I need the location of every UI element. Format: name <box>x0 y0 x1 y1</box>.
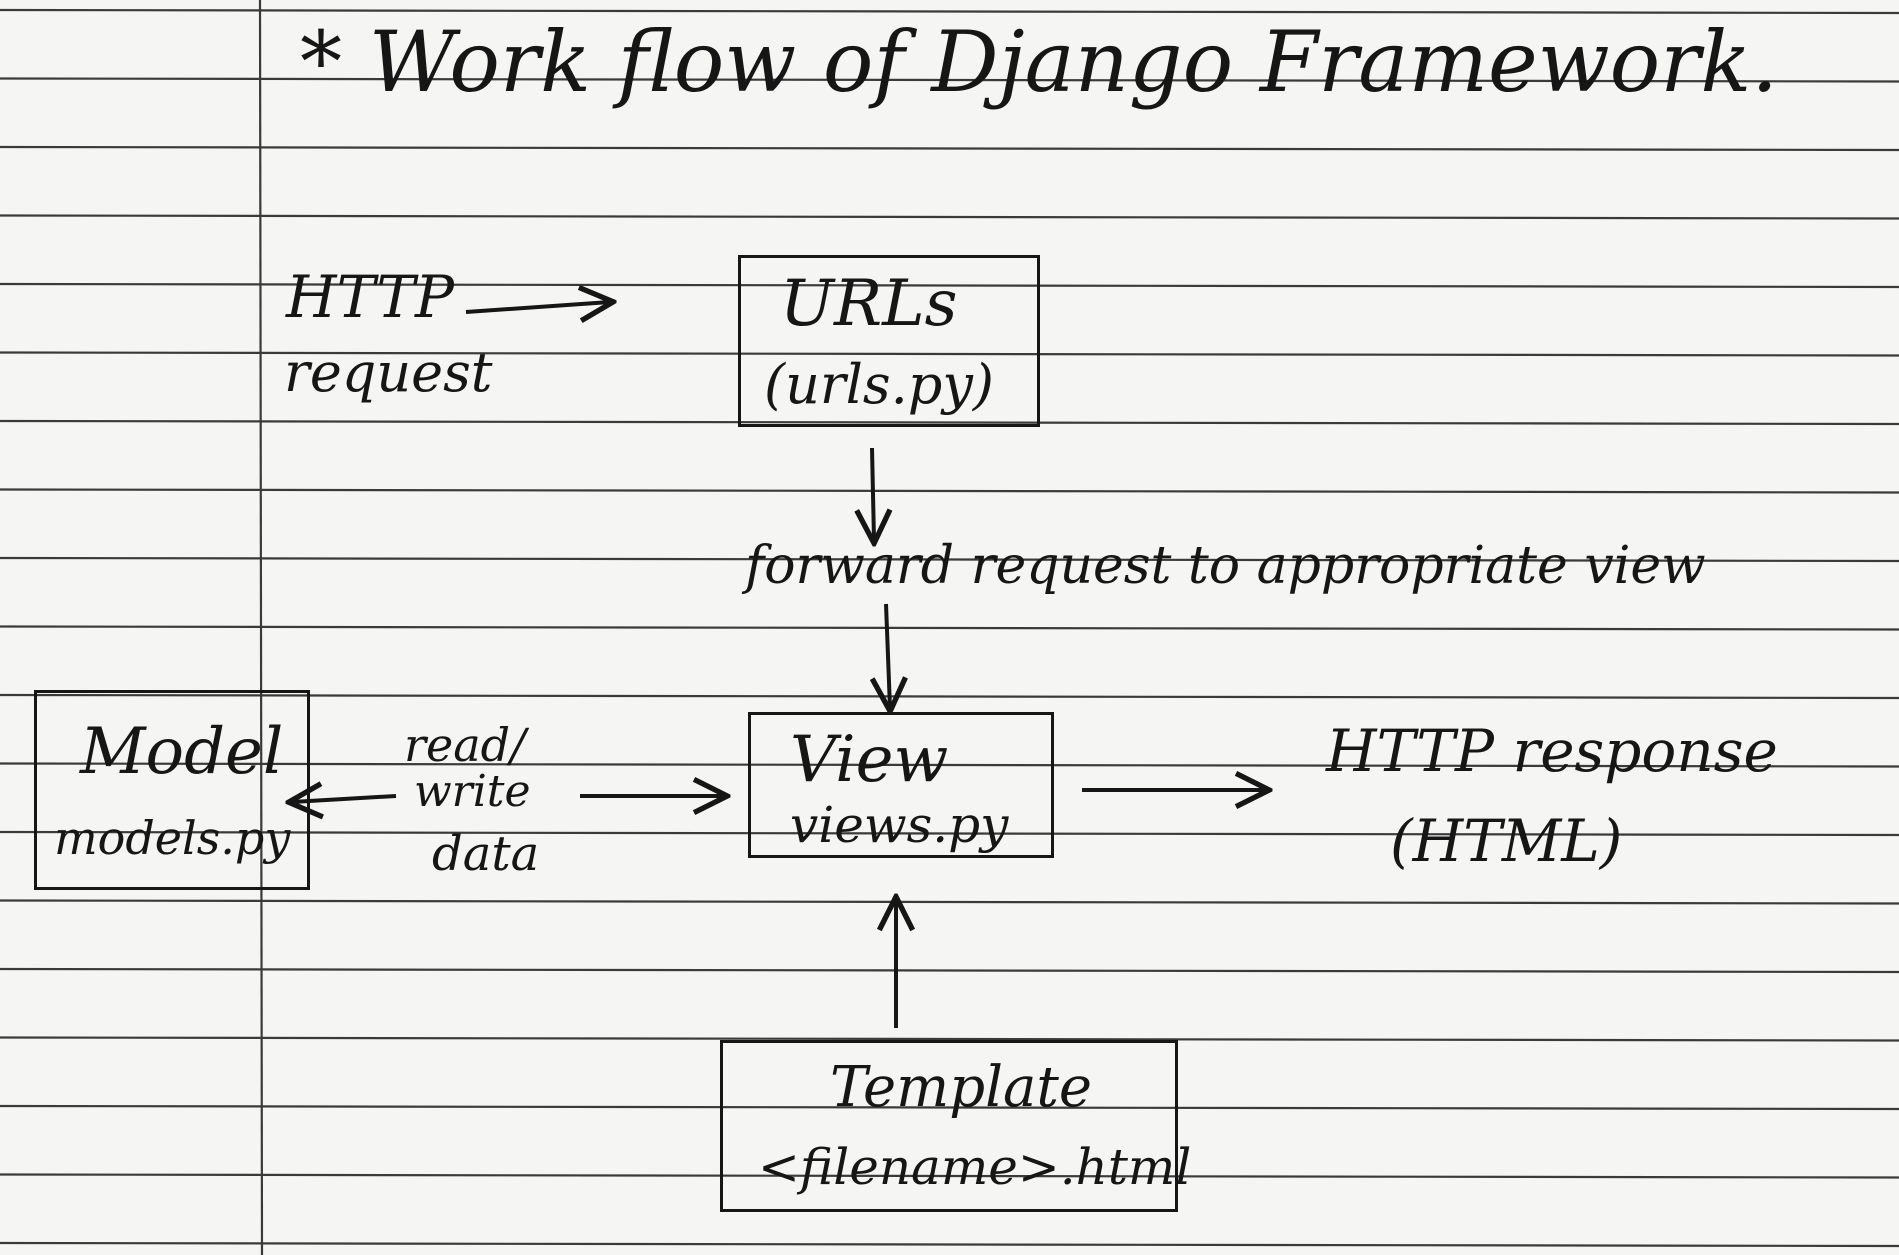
model-box-title: Model <box>80 715 284 789</box>
template-box-filename: <filename>.html <box>758 1138 1192 1196</box>
ruled-line <box>0 899 1899 905</box>
arrow-urls-down <box>872 447 874 540</box>
ruled-line <box>0 967 1899 974</box>
http-response-line2: (HTML) <box>1390 807 1623 875</box>
diagram-title: * Work flow of Django Framework. <box>300 13 1778 111</box>
ruled-line <box>0 1173 1899 1179</box>
ruled-line <box>0 693 1899 700</box>
ruled-line <box>0 145 1899 152</box>
arrow-forward-to-view <box>886 603 890 708</box>
http-request-line2: request <box>284 341 493 404</box>
margin-line <box>258 0 264 1255</box>
ruled-line <box>0 214 1899 220</box>
urls-box <box>738 255 1040 427</box>
urls-box-title: URLs <box>780 267 958 341</box>
read-write-line2: write <box>414 766 531 817</box>
ruled-line <box>0 77 1899 83</box>
arrow-request-to-urls <box>465 302 610 312</box>
ruled-line <box>0 351 1899 357</box>
http-response-line1: HTTP response <box>1326 717 1778 785</box>
ruled-line <box>0 419 1899 426</box>
read-write-line1: read/ <box>404 718 526 772</box>
view-box-title: View <box>790 723 949 797</box>
arrow-data-to-model <box>292 796 397 802</box>
forward-request-label: forward request to appropriate view <box>745 536 1706 596</box>
http-request-line1: HTTP <box>286 263 455 331</box>
view-box-filename: views.py <box>790 796 1009 854</box>
ruled-line <box>0 282 1899 289</box>
read-write-line3: data <box>432 826 540 882</box>
ruled-line <box>0 830 1899 837</box>
ruled-line <box>0 488 1899 494</box>
ruled-line <box>0 762 1899 768</box>
ruled-line <box>0 556 1899 563</box>
template-box-title: Template <box>830 1055 1093 1120</box>
ruled-line <box>0 1104 1899 1111</box>
template-box <box>720 1040 1178 1212</box>
model-box-filename: models.py <box>54 811 291 865</box>
ruled-line <box>0 1036 1899 1042</box>
ruled-line <box>0 625 1899 631</box>
urls-box-filename: (urls.py) <box>764 353 994 416</box>
ruled-line <box>0 1241 1899 1248</box>
ruled-line <box>0 8 1899 15</box>
